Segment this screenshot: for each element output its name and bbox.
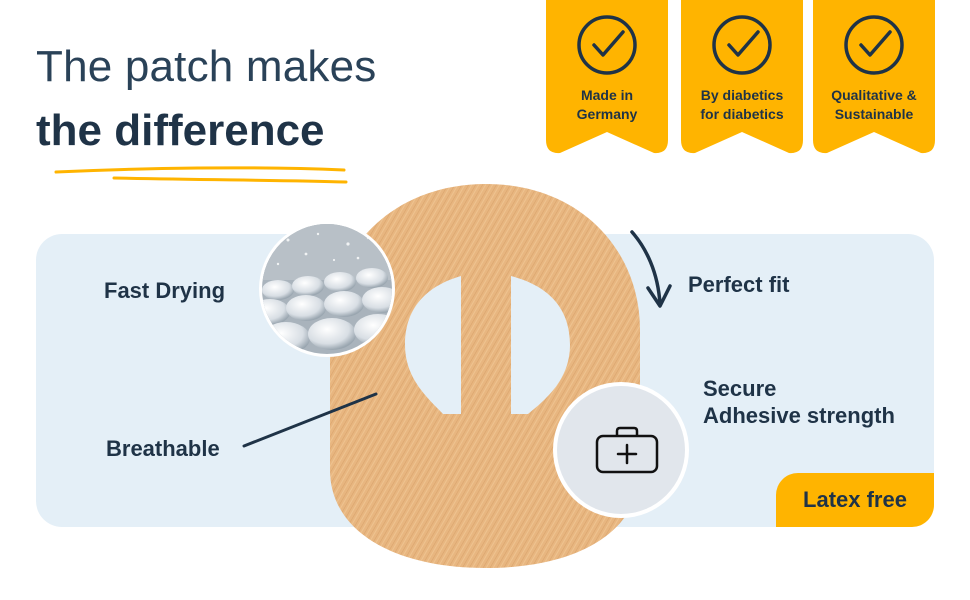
breathable-pointer-line <box>242 392 378 448</box>
badge-by-diabetics: By diabetics for diabetics <box>681 0 803 154</box>
adhesive-icon-circle <box>553 382 689 518</box>
label-fast-drying: Fast Drying <box>104 278 226 303</box>
check-circle-icon <box>712 15 772 75</box>
curved-arrow-icon <box>630 230 672 308</box>
check-circle-icon <box>844 15 904 75</box>
fast-drying-texture-image <box>259 221 395 357</box>
label-secure: Secure <box>703 376 777 401</box>
badge-label: Made in Germany <box>576 87 638 122</box>
latex-free-tag: Latex free <box>776 473 934 527</box>
label-breathable: Breathable <box>106 436 220 461</box>
badge-qualitative-sustainable: Qualitative & Sustainable <box>813 0 935 154</box>
headline-underline <box>54 166 348 184</box>
headline-line-1: The patch makes <box>36 42 377 91</box>
label-adhesive-strength: Adhesive strength <box>703 403 895 428</box>
badge-label: Qualitative & Sustainable <box>831 87 917 122</box>
label-perfect-fit: Perfect fit <box>688 272 790 297</box>
headline-line-2: the difference <box>36 106 325 155</box>
badge-label: By diabetics for diabetics <box>700 87 784 122</box>
check-circle-icon <box>577 15 637 75</box>
badge-made-in-germany: Made in Germany <box>546 0 668 154</box>
first-aid-kit-icon <box>595 426 659 474</box>
